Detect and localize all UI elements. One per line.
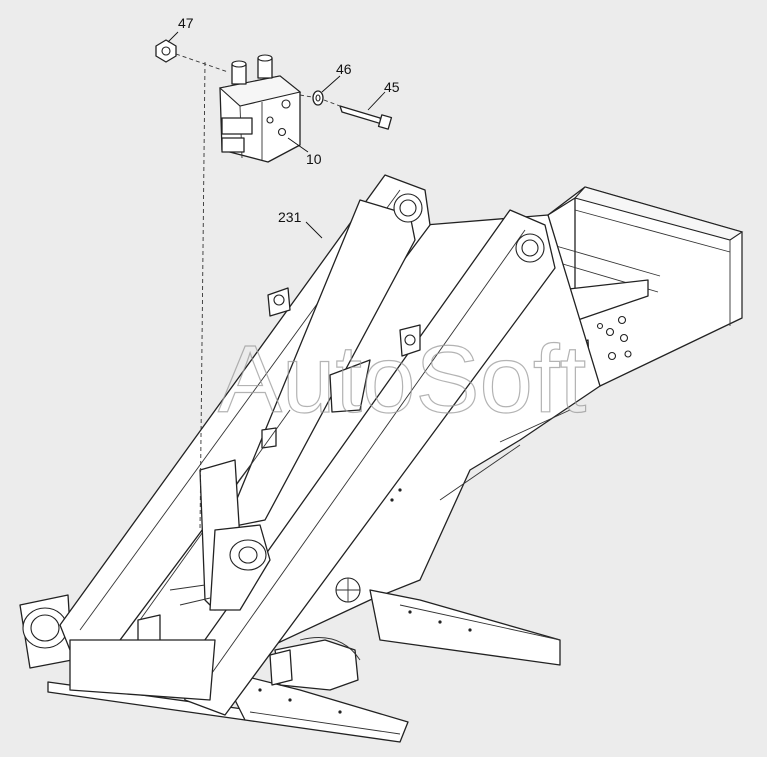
callout-10: 10 [306, 151, 322, 167]
callout-47: 47 [178, 15, 194, 31]
lower-pivot [69, 459, 271, 701]
leader-lines [167, 31, 386, 239]
watermark: AutoSoft [218, 326, 586, 433]
callout-231: 231 [278, 209, 302, 225]
assembly-lines [175, 53, 341, 531]
nut [155, 39, 177, 63]
bolt [339, 105, 393, 130]
right-boom-arm [179, 209, 556, 716]
washer [312, 90, 324, 106]
valve-block [218, 54, 302, 163]
callout-45: 45 [384, 79, 400, 95]
callout-46: 46 [336, 61, 352, 77]
